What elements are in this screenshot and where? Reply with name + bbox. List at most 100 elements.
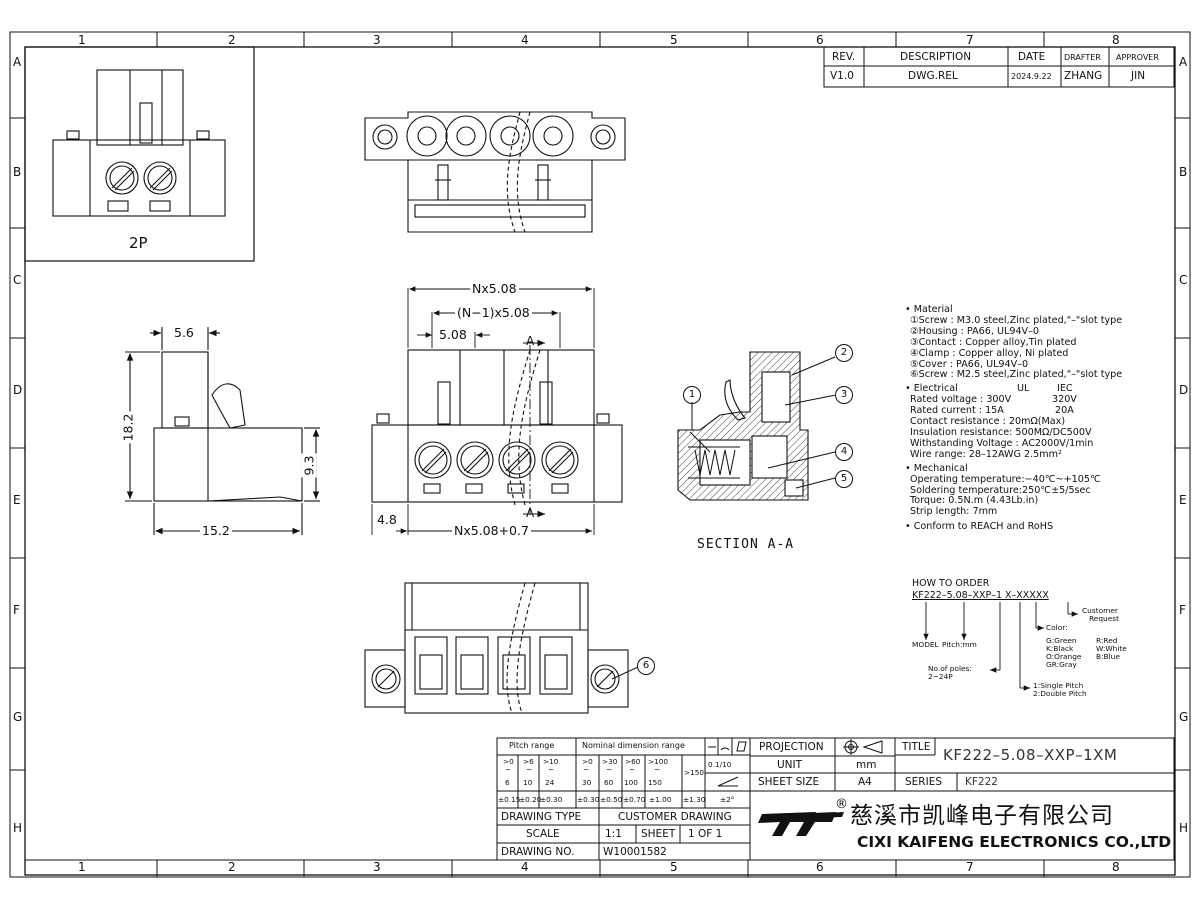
unit-value: mm [856, 759, 877, 771]
order-color-k: K:Black [1046, 644, 1074, 653]
spec-electrical-title: • Electrical [905, 383, 958, 395]
spec-material-4: ④Clamp : Copper alloy, Ni plated [910, 347, 1069, 359]
company-name-cn: 慈溪市凯峰电子有限公司 [850, 803, 1114, 829]
dim-overall-with-offset: Nx5.08+0.7 [452, 523, 531, 538]
zone-row-c-right: C [1179, 273, 1188, 287]
revision-table-lines [823, 46, 1175, 88]
order-leader-lines [923, 602, 1078, 691]
tol-nom-col-4-max: 150 [648, 778, 662, 787]
order-customer: Customer [1082, 606, 1118, 615]
zone-row-d: D [13, 383, 23, 397]
callout-4: 4 [835, 443, 853, 461]
tol-tilde-4: ~ [583, 765, 590, 774]
spec-rated-voltage: Rated voltage : 300V [910, 394, 1012, 406]
zone-row-e: E [13, 493, 21, 507]
section-marker-top: A [526, 334, 535, 348]
projection-symbol [843, 739, 883, 755]
zone-col-3: 3 [373, 33, 381, 47]
zone-col-8-bottom: 8 [1112, 860, 1120, 874]
top-view [364, 111, 626, 233]
tol-pitch-tol-3: ±0.30 [540, 795, 563, 804]
rev-header-date: DATE [1018, 51, 1046, 63]
zone-row-b: B [13, 165, 22, 179]
dim-pitch-n-minus-1: (N−1)x5.08 [455, 305, 532, 320]
projection-label: PROJECTION [759, 741, 824, 753]
tol-pitch-col-1-min: >0 [503, 757, 514, 766]
dim-side-width: 5.6 [172, 325, 196, 340]
sheet-value: 1 OF 1 [688, 828, 723, 840]
series-label: SERIES [905, 776, 942, 788]
inset-2p-view [24, 46, 255, 262]
tol-tilde-5: ~ [606, 765, 613, 774]
zone-col-2-bottom: 2 [228, 860, 236, 874]
spec-conform: • Conform to REACH and RoHS [905, 521, 1054, 533]
tol-pitch-col-3-max: 24 [545, 778, 555, 787]
zone-row-c: C [13, 273, 22, 287]
series-value: KF222 [965, 776, 998, 788]
callout-1: 1 [683, 386, 701, 404]
spec-iec-label: IEC [1057, 383, 1073, 395]
section-marker-bottom: A [526, 506, 535, 520]
dim-side-depth: 15.2 [200, 523, 232, 538]
inset-pole-label: 2P [129, 234, 148, 252]
spec-material-2: ②Housing : PA66, UL94V–0 [910, 325, 1040, 337]
order-color-gr: GR:Gray [1046, 660, 1077, 669]
zone-col-6: 6 [816, 33, 824, 47]
tol-pitch-tol-1: ±0.15 [498, 795, 521, 804]
scale-value: 1:1 [605, 828, 622, 840]
dim-pitch: 5.08 [437, 327, 469, 342]
spec-ul-label: UL [1017, 383, 1030, 395]
callout-lines [611, 356, 837, 680]
spec-notes: • Material ①Screw : M3.0 steel,Zinc plat… [905, 304, 1122, 533]
drawing-type-label: DRAWING TYPE [501, 811, 582, 823]
zone-col-6-bottom: 6 [816, 860, 824, 874]
order-pitch-label: Pitch:mm [942, 640, 977, 649]
tol-nom-tol-5: ±1.30 [683, 795, 706, 804]
dim-side-height: 18.2 [120, 411, 136, 444]
order-color-b: B:Blue [1096, 652, 1120, 661]
zone-row-h-right: H [1179, 821, 1189, 835]
sheet-label: SHEET [641, 828, 676, 840]
tol-nom-tol-2: ±0.50 [600, 795, 623, 804]
spec-mechanical-4: Strip length: 7mm [910, 506, 998, 518]
tol-angle-tol: ±2° [720, 795, 735, 804]
zone-row-b-right: B [1179, 165, 1188, 179]
zone-row-d-right: D [1179, 383, 1189, 397]
rev-value-description: DWG.REL [908, 70, 958, 82]
spec-mechanical-3: Torque: 0.5N.m (4.43Lb.in) [910, 495, 1039, 507]
order-request: Request [1089, 614, 1120, 623]
zone-col-8: 8 [1112, 33, 1120, 47]
zone-col-1: 1 [78, 33, 86, 47]
rev-value-rev: V1.0 [830, 70, 854, 82]
spec-mechanical-title: • Mechanical [905, 462, 968, 474]
tol-pitch-col-3-min: >10 [543, 757, 559, 766]
order-pitch-option-2: 2:Double Pitch [1033, 689, 1087, 698]
front-dimension-lines [371, 286, 595, 535]
front-view [371, 339, 623, 518]
order-color-g: G:Green [1046, 636, 1077, 645]
spec-rated-voltage-row: Rated voltage : 300V 320V [905, 394, 1122, 406]
rev-value-drafter: ZHANG [1064, 70, 1103, 82]
spec-mechanical-1: Operating temperature:−40℃~+105℃ [910, 473, 1101, 485]
tol-nom-col-2-max: 60 [604, 778, 614, 787]
tol-pitch-col-1-max: 6 [505, 778, 510, 787]
order-color-r: R:Red [1096, 636, 1118, 645]
rev-header-rev: REV. [832, 51, 856, 63]
rev-value-date: 2024.9.22 [1011, 72, 1052, 81]
order-title: HOW TO ORDER [912, 578, 990, 589]
zone-row-g: G [13, 710, 23, 724]
title-block-lines [496, 737, 1175, 861]
zone-row-a-right: A [1179, 55, 1188, 69]
tol-tilde-7: ~ [654, 765, 661, 774]
tol-tilde-1: ~ [505, 765, 512, 774]
zone-col-4-bottom: 4 [521, 860, 529, 874]
tol-tilde-3: ~ [548, 765, 555, 774]
spec-electrical-1: Contact resistance : 20mΩ(Max) [910, 416, 1066, 428]
zone-col-2: 2 [228, 33, 236, 47]
spec-electrical-3: Withstanding Voltage : AC2000V/1min [910, 437, 1094, 449]
spec-electrical-2: Insulation resistance: 500MΩ/DC500V [910, 426, 1092, 438]
tol-pitch-range: Pitch range [509, 741, 555, 750]
section-a-a [677, 351, 809, 501]
spec-material-title: • Material [905, 304, 953, 315]
